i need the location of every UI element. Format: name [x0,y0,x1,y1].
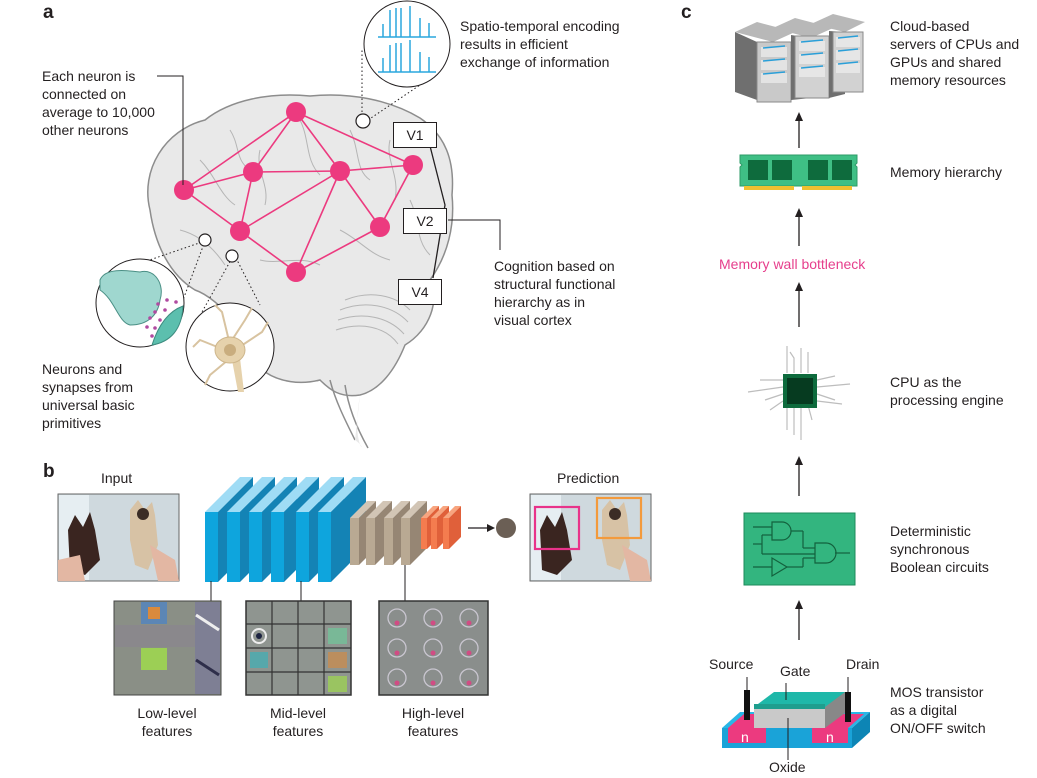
conv-layer-slab [366,518,375,565]
feature-connector-lines [210,565,406,601]
drain-label: Drain [846,656,880,672]
primitives-annotation: Neurons and synapses from universal basi… [42,361,135,431]
neuron-node [286,102,306,122]
cloud-servers-icon [735,14,865,103]
prediction-label: Prediction [557,470,620,486]
neuron-cell-inset [185,249,275,392]
conv-layer-slab [271,512,284,582]
neuron-node [370,217,390,237]
conv-layer-slab [431,518,437,549]
boolean-circuits-text: Deterministic synchronous Boolean circui… [890,523,989,575]
panel-b-label: b [43,461,55,482]
neuron-node [174,180,194,200]
cpu-text: CPU as the processing engine [890,374,1004,408]
spatiotemporal-annotation: Spatio-temporal encoding results in effi… [460,18,620,70]
cpu-chip-icon [747,346,851,440]
mid-level-feature-grid [245,600,352,696]
n-region-right-label: n [826,729,834,745]
boolean-circuit-icon [743,512,856,586]
spike-train-inset [355,0,451,129]
mos-transistor-text: MOS transistor as a digital ON/OFF switc… [890,684,986,736]
cognition-leader [448,219,501,250]
cloud-servers-text: Cloud-based servers of CPUs and GPUs and… [890,18,1020,88]
spike-train-icon [378,6,436,73]
neuron-network-nodes [174,102,423,282]
mid-level-features-label: Mid-level features [269,705,326,739]
conv-layer-slab [384,518,393,565]
neuron-node [330,161,350,181]
mos-transistor-icon [722,677,870,760]
conv-layer-slab [296,512,309,582]
neurotransmitter-dots [145,298,178,338]
high-level-feature-grid [378,600,489,696]
visual-area-v4: V4 [398,279,442,305]
cognition-annotation: Cognition based on structural functional… [494,258,616,328]
neuron-network-edges [183,111,414,273]
conv-layer-slab [318,512,331,582]
brain-illustration [147,94,454,449]
n-region-left-label: n [741,729,749,745]
input-image [57,493,180,582]
cat-bounding-box [595,496,643,540]
input-label: Input [101,470,133,486]
conv-layer-slab [350,518,359,565]
dog-bounding-box [533,505,581,551]
neuron-node [230,221,250,241]
prediction-image [529,493,652,582]
neuron-node [403,155,423,175]
conv-layer-slab [227,512,240,582]
conv-layer-slab [401,518,410,565]
visual-area-v2: V2 [403,208,447,234]
neuron-node [286,262,306,282]
panel-a-label: a [43,2,54,23]
neuron-annotation-leader [157,75,184,185]
output-node [496,518,516,538]
conv-layers-orange [421,506,461,549]
conv-layer-slab [421,518,427,549]
high-level-features-label: High-level features [401,705,465,739]
conv-layer-slab [443,518,449,549]
synapse-inset [95,233,212,348]
neuron-connection-annotation: Each neuron is connected on average to 1… [42,68,155,138]
gate-label: Gate [780,663,811,679]
oxide-label: Oxide [769,759,806,775]
arrow-right-icon [487,524,495,532]
neuron-node [243,162,263,182]
visual-hierarchy-bracket [429,145,446,279]
memory-wall-bottleneck-text: Memory wall bottleneck [719,256,866,272]
low-level-feature-grid [113,600,222,696]
arrow-up-icons [795,112,803,609]
panel-c-label: c [681,2,692,23]
visual-area-v1: V1 [393,122,437,148]
memory-hierarchy-text: Memory hierarchy [890,164,1003,180]
conv-layer-slab [249,512,262,582]
conv-layer-slab [205,512,218,582]
low-level-features-label: Low-level features [137,705,197,739]
source-label: Source [709,656,754,672]
conv-layers-blue [205,477,366,582]
memory-module-icon [739,154,858,190]
